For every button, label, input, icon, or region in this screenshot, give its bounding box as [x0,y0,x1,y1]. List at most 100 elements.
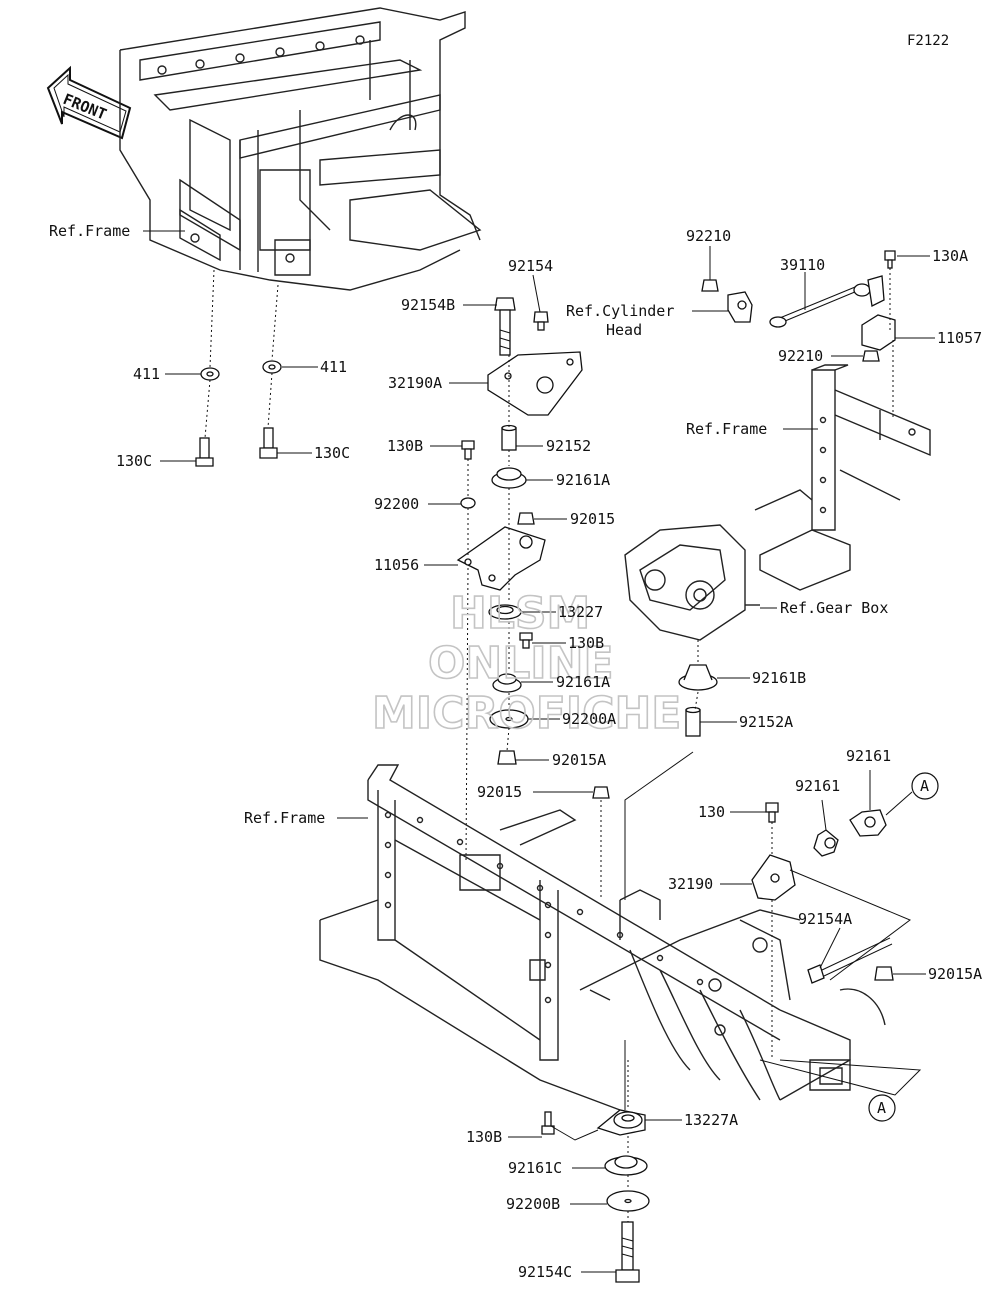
label-ref-cylinder-head-2: Head [606,321,642,339]
label-92161a-top: 92161A [556,471,610,489]
figure-code: F2122 [907,33,949,49]
washer-92200 [460,497,476,509]
label-11057: 11057 [937,329,982,347]
cushion-92161-top [849,809,887,837]
label-92015a-right: 92015A [928,965,982,983]
gear-box [624,524,760,641]
label-130b-top: 130B [387,437,423,455]
label-92154a: 92154A [798,910,852,928]
label-92200a: 92200A [562,710,616,728]
cushion-92161a-top [491,467,527,489]
label-13227: 13227 [558,603,603,621]
cushion-92161b [678,664,718,691]
label-130a: 130A [932,247,968,265]
bolt-130 [765,802,779,823]
dash-line-left [204,269,215,439]
dash-line-center-left [465,459,469,861]
cushion-92161-low [813,829,839,857]
label-92152a: 92152A [739,713,793,731]
label-92161a-mid: 92161A [556,673,610,691]
label-92210-low: 92210 [778,347,823,365]
label-130c-left: 130C [116,452,152,470]
bracket-11057 [861,314,896,351]
washer-92200b [606,1190,650,1212]
label-92154: 92154 [508,257,553,275]
label-92210-top: 92210 [686,227,731,245]
washer-411-right [262,360,282,374]
label-130: 130 [698,803,725,821]
leader-bracket-32190 [789,869,911,981]
leader-130b-bottom-link [550,1125,599,1141]
watermark-line-2: ONLINE [428,638,614,689]
bolt-92154 [533,311,549,331]
bolt-130b-bottom [541,1111,555,1135]
label-ref-frame-bottom: Ref.Frame [244,809,325,827]
label-92161-low: 92161 [795,777,840,795]
bracket-32190 [751,854,796,901]
watermark-line-3: MICROFICHE [372,688,681,739]
label-92154c: 92154C [518,1263,572,1281]
leader-lines [143,230,935,1273]
label-92200: 92200 [374,495,419,513]
callout-a-top: A [885,772,939,816]
bolt-130a [884,250,896,269]
front-arrow-icon [46,65,132,140]
dash-line-right [267,284,279,429]
label-ref-frame-right: Ref.Frame [686,420,767,438]
cushion-92161c [604,1155,648,1176]
label-32190: 32190 [668,875,713,893]
label-92015-low: 92015 [477,783,522,801]
label-39110: 39110 [780,256,825,274]
bolt-130c-right [259,427,278,459]
collar-92152 [501,424,517,451]
frame-bottom [319,764,886,1111]
bracket-32190a [487,351,583,416]
label-130b-mid: 130B [568,634,604,652]
label-92015: 92015 [570,510,615,528]
bolt-130b-top [461,440,475,460]
label-ref-cylinder-head-1: Ref.Cylinder [566,302,674,320]
bolt-130b-mid [519,632,533,649]
label-92161-top: 92161 [846,747,891,765]
label-130b-bottom: 130B [466,1128,502,1146]
collar-92152a [685,706,701,737]
label-130c-right: 130C [314,444,350,462]
rod-39110 [727,275,885,328]
bracket-11056 [456,526,546,591]
bolt-92154a [807,937,893,984]
label-92152: 92152 [546,437,591,455]
label-ref-frame-tl: Ref.Frame [49,222,130,240]
leader-gearbox-frame [624,751,694,900]
bolt-130c-left [195,437,214,467]
bolt-92154c [615,1221,640,1283]
nut-92210-top [701,279,719,292]
label-92161b: 92161B [752,669,806,687]
nut-92015a-mid [497,750,517,765]
label-411-right: 411 [320,358,347,376]
label-32190a: 32190A [388,374,442,392]
nut-92210-low [862,350,880,362]
dash-line-gearbox [694,640,699,711]
label-11056: 11056 [374,556,419,574]
label-ref-gear-box: Ref.Gear Box [780,599,888,617]
label-92015a-mid: 92015A [552,751,606,769]
label-13227a: 13227A [684,1111,738,1129]
frame-top-left [119,7,482,291]
dash-line-right-top [889,268,894,420]
label-92200b: 92200B [506,1195,560,1213]
nut-92015 [517,512,535,525]
label-92154b: 92154B [401,296,455,314]
dash-line-center [506,355,510,752]
callout-a-bottom: A [868,1094,896,1122]
frame-right [754,364,931,591]
washer-411-left [200,367,220,381]
nut-92015a-right [874,966,894,981]
bolt-92154b [494,297,516,356]
svg-text:A: A [920,777,929,795]
cushion-92161a-mid [492,673,522,693]
nut-92015-low [592,786,610,799]
watermark-line-1: HLSM [450,588,590,639]
label-411-left: 411 [133,365,160,383]
